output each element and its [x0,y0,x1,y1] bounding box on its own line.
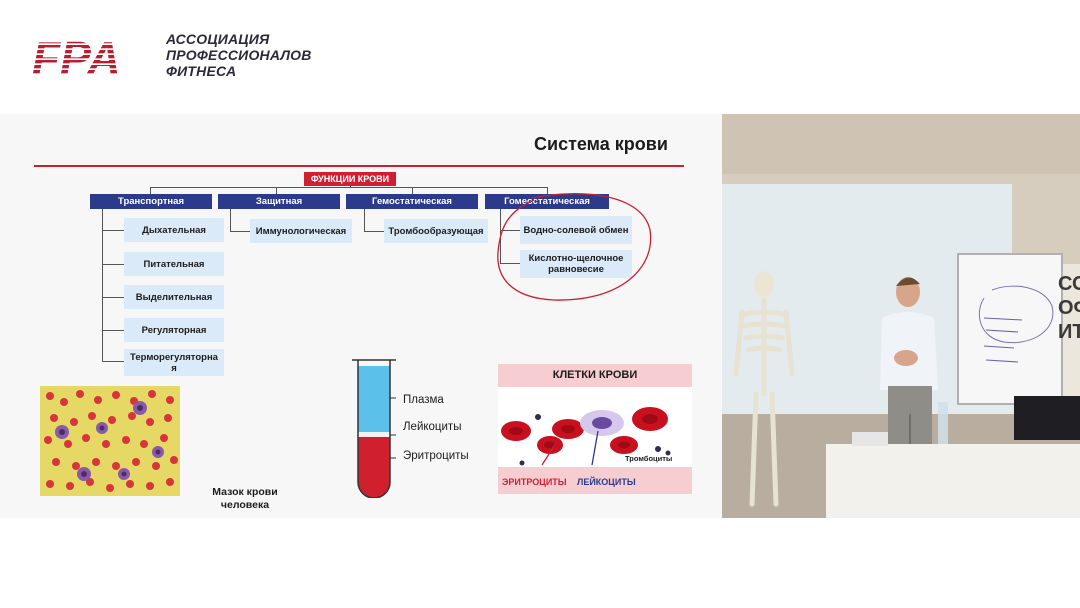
blood-smear-image [40,386,180,496]
connector-line [102,297,124,298]
board-text-2: ОФ [1058,297,1080,319]
connector-line [102,264,124,265]
connector-line [364,209,365,231]
tube-label-plasma: Плазма [403,394,444,406]
label-leukocytes: ЛЕЙКОЦИТЫ [577,477,636,487]
org-name-line-2: ПРОФЕССИОНАЛОВ [166,47,312,63]
org-name-line-1: АССОЦИАЦИЯ [166,31,270,47]
blood-cells-illustration [498,387,692,474]
smear-caption: Мазок крови человека [212,486,278,511]
blood-cells-panel: КЛЕТКИ КРОВИ ЭРИТРОЦИТЫ ЛЕЙК [498,364,692,494]
blood-cells-graphic [501,407,671,474]
blood-cells-header: КЛЕТКИ КРОВИ [498,364,692,387]
slide-title: Система крови [534,134,668,154]
connector-line [102,209,103,361]
speaker-video: СО ОФ ИТН [722,114,1080,518]
category-transport: Транспортная [90,194,212,209]
connector-line [547,187,548,194]
connector-line [102,361,124,362]
sub-nutritional: Питательная [124,252,224,276]
sub-acid-base: Кислотно-щелочное равновесие [520,250,632,278]
connector-line [500,263,520,264]
category-protective: Защитная [218,194,340,209]
board-text-3: ИТН [1058,321,1080,343]
connector-line [276,187,277,194]
connector-line [150,187,548,188]
root-box-blood-functions: ФУНКЦИИ КРОВИ [304,172,396,186]
category-hemostatic: Гемостатическая [346,194,478,209]
sub-respiratory: Дыхательная [124,218,224,242]
classroom-scene: СО ОФ ИТН [722,114,1080,518]
board-text-1: СО [1058,273,1080,295]
org-name-line-3: ФИТНЕСА [166,63,237,79]
test-tube-diagram [352,359,396,498]
sub-immunological: Иммунологическая [250,219,352,243]
presentation-slide: Система крови ФУНКЦИИ КРОВИ Транспортная… [0,114,722,518]
sub-thrombus-forming: Тромбообразующая [384,219,488,243]
annotation-circle [497,193,652,301]
fpa-logo: FPA [32,32,121,80]
sub-excretory: Выделительная [124,285,224,309]
sub-thermoregulatory: Терморегуляторна я [124,349,224,376]
logo-letters: FPA [32,32,121,80]
label-erythrocytes: ЭРИТРОЦИТЫ [502,477,567,487]
tube-label-erythrocytes: Эритроциты [403,450,469,462]
label-platelets: Тромбоциты [625,454,673,463]
connector-line [412,187,413,194]
blood-cells-footer [498,467,692,494]
connector-line [230,231,250,232]
tube-label-leukocytes: Лейкоциты [403,421,462,433]
connector-line [230,209,231,231]
connector-line [102,230,124,231]
title-divider [34,165,684,167]
organization-name: АССОЦИАЦИЯ ПРОФЕССИОНАЛОВ ФИТНЕСА [166,31,312,79]
sub-regulatory: Регуляторная [124,318,224,342]
category-homeostatic: Гомеостатическая [485,194,609,209]
connector-line [364,231,384,232]
connector-line [150,187,151,194]
connector-line [102,330,124,331]
connector-line [500,230,520,231]
sub-water-salt: Водно-солевой обмен [520,216,632,244]
